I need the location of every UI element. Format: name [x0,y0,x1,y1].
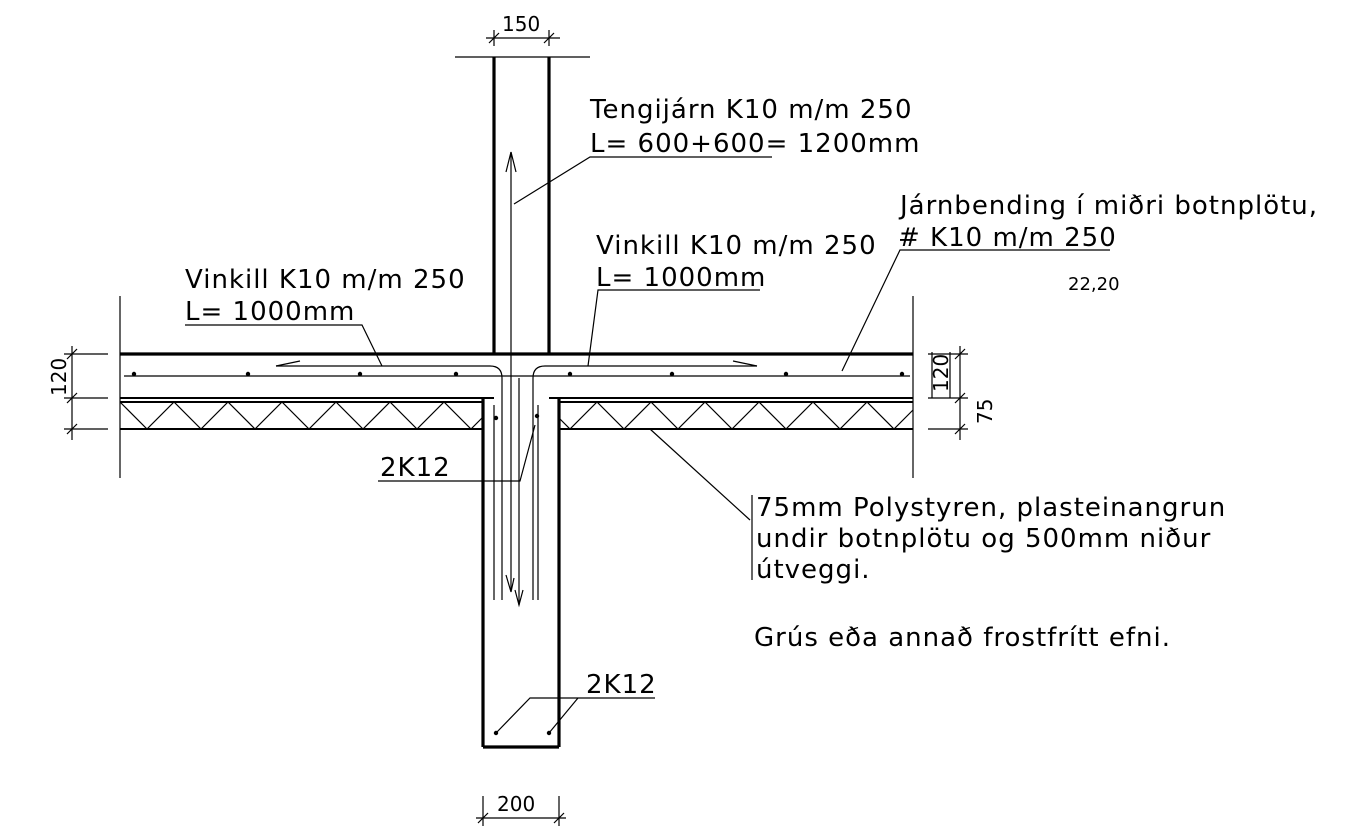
elevation-label: 22,20 [1068,274,1120,295]
bottom-bars-label: 2K12 [586,670,657,700]
insulation-layer [119,401,914,430]
top-bars-label: 2K12 [380,453,451,483]
angle-bar-left-line2: L= 1000mm [185,297,355,327]
reinforcement [124,151,910,736]
angle-bar-right-line2: L= 1000mm [596,263,766,293]
angle-bar-right-line1: Vinkill K10 m/m 250 [596,231,877,261]
dim-wall-width: 150 [502,12,540,36]
mesh-label-line1: Járnbending í miðri botnplötu, [898,191,1318,221]
dim-foundation-width: 200 [497,792,535,816]
floor-slab [119,296,914,478]
gravel-label: Grús eða annað frostfrítt efni. [754,623,1171,653]
foundation-wall [481,398,561,749]
dimension-lines [64,30,968,826]
dim-slab-right: 120 [929,354,953,392]
leader-lines [185,156,1110,734]
dim-insulation: 75 [973,399,997,424]
angle-bar-left-line1: Vinkill K10 m/m 250 [185,265,466,295]
insulation-label-line1: 75mm Polystyren, plasteinangrun [756,493,1226,523]
tie-bar-label-line1: Tengijárn K10 m/m 250 [589,95,913,125]
insulation-label-line3: útveggi. [756,555,871,585]
dim-slab-left: 120 [47,358,71,396]
tie-bar-label-line2: L= 600+600= 1200mm [590,129,920,159]
wall [455,56,590,354]
insulation-label-line2: undir botnplötu og 500mm niður [756,524,1211,554]
mesh-label-line2: # K10 m/m 250 [898,223,1117,253]
